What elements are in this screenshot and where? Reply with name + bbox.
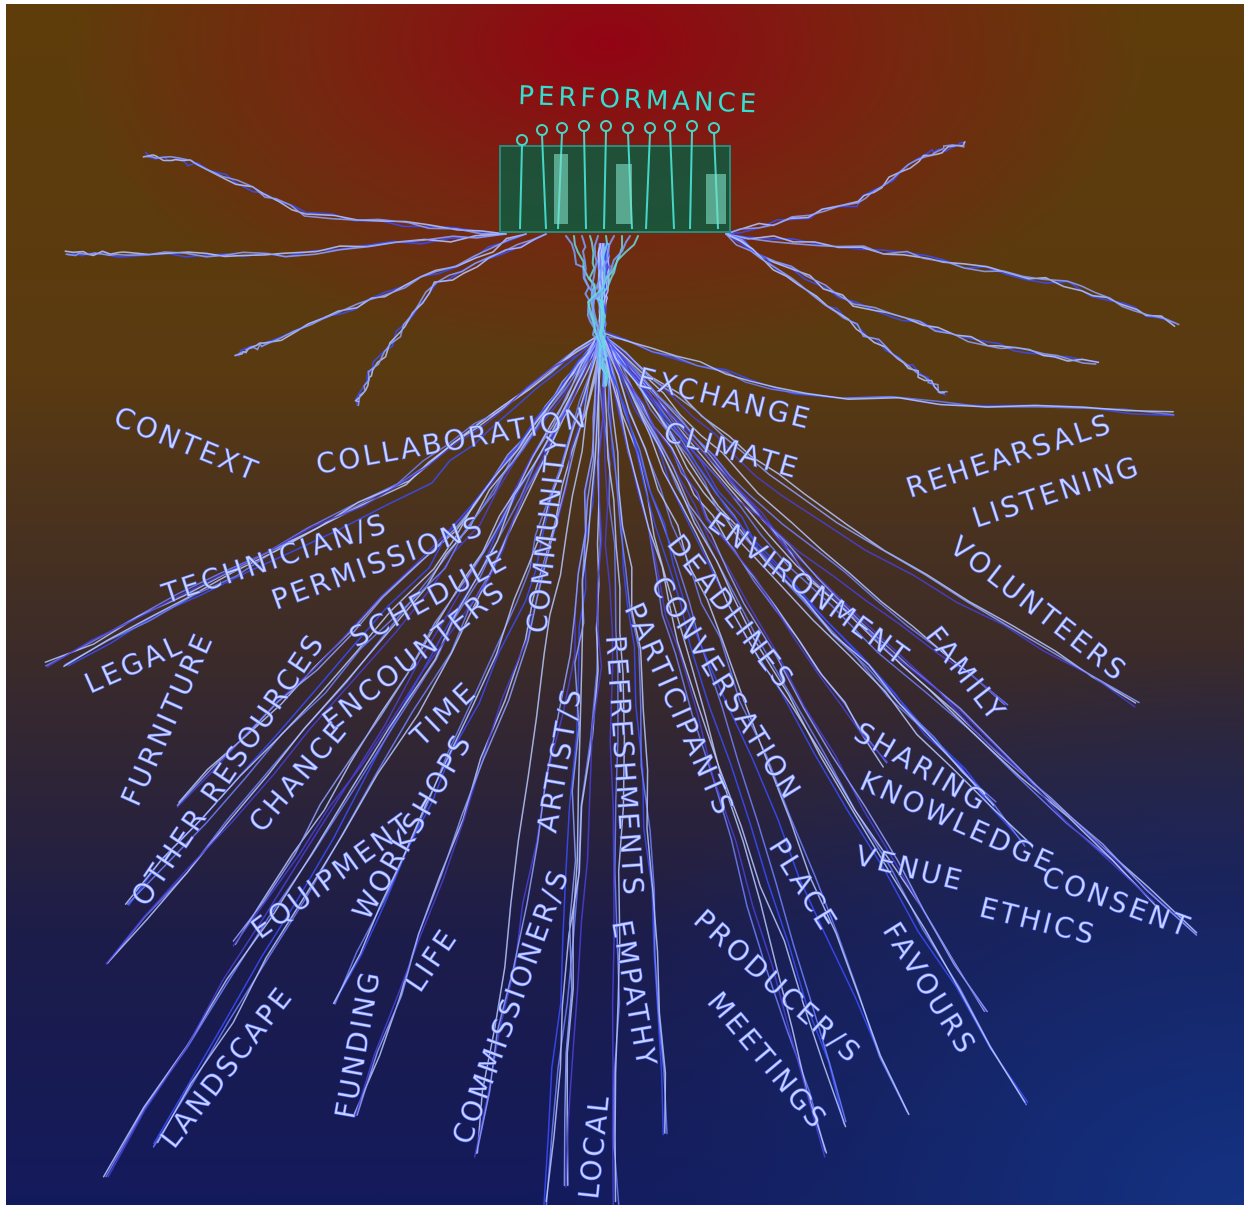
label-local: LOCAL — [572, 1092, 616, 1201]
root-line — [600, 244, 1197, 933]
root-line — [356, 234, 546, 405]
root-line — [600, 244, 1196, 935]
root-line — [358, 234, 546, 405]
root-line — [726, 234, 947, 392]
root-line — [602, 244, 888, 762]
label-life: LIFE — [398, 922, 464, 998]
diagram-title: PERFORMANCE — [518, 81, 761, 119]
root-line — [726, 143, 964, 234]
label-family: FAMILY — [918, 620, 1013, 729]
root-line — [145, 157, 506, 234]
label-landscape: LANDSCAPE — [154, 980, 301, 1155]
root-line — [356, 234, 546, 402]
roots-diagram: PERFORMANCE CONTEXT COLLABORATION EXCHAN… — [6, 4, 1244, 1205]
root-line — [146, 152, 506, 234]
root-line — [144, 155, 507, 234]
roots-drawing: PERFORMANCE CONTEXT COLLABORATION EXCHAN… — [6, 4, 1244, 1205]
label-context: CONTEXT — [109, 400, 264, 488]
root-line — [598, 244, 1196, 935]
performers-group — [500, 121, 730, 232]
